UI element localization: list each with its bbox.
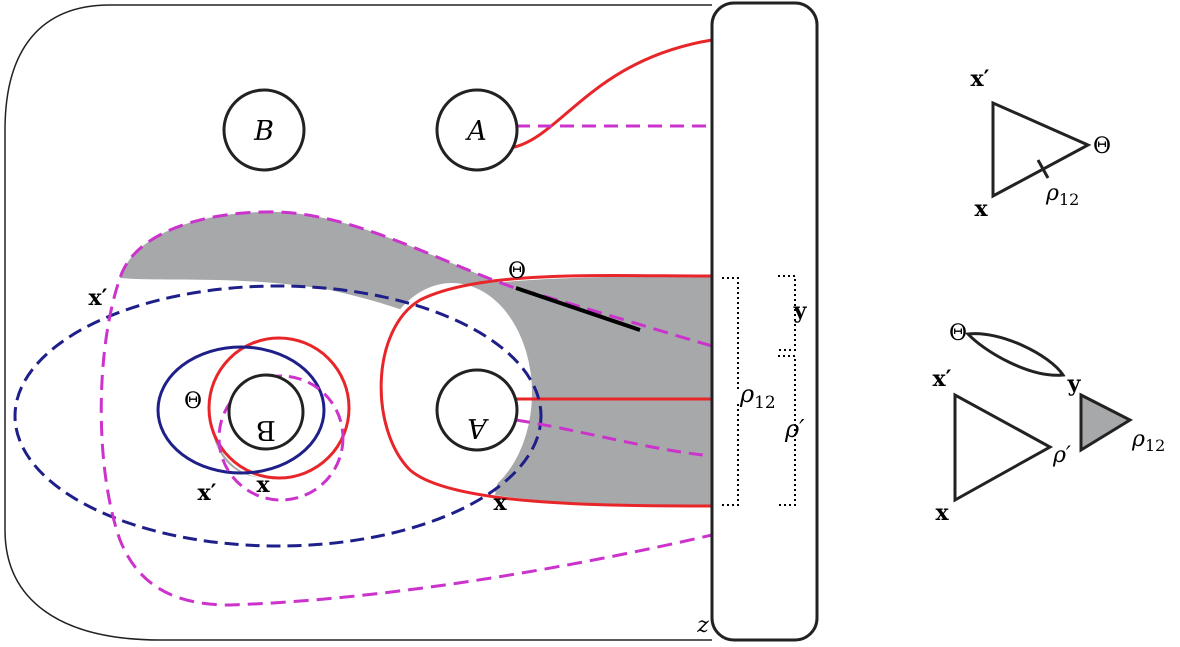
rho-symbol: ρ: [739, 380, 754, 408]
gamma-dashed-big: [99, 210, 713, 607]
triangle-bottom-y: y: [1067, 371, 1082, 397]
triangle-top-rho: ρ12: [1045, 181, 1079, 209]
triangle-bottom-rho-sub: 12: [1145, 436, 1165, 455]
label-theta-mid: Θ: [508, 259, 526, 284]
alpha-arc-top: [509, 38, 713, 150]
label-y-main: y: [793, 298, 808, 324]
triangle-bottom-rho: ρ12: [1131, 427, 1165, 455]
label-x-prime-bottom: x′: [198, 480, 217, 506]
bracket-rho12: [722, 277, 739, 506]
triangle-top: x′ x Θ ρ12: [971, 66, 1111, 222]
theta-segment: [515, 286, 641, 332]
triangle-bottom-x: x: [935, 500, 949, 526]
label-z: z: [696, 613, 709, 638]
label-B-reflected: B: [256, 414, 276, 445]
label-A-top: A: [464, 116, 487, 147]
triangle-top-theta: Θ: [1093, 134, 1111, 159]
bracket-rho-prime: [778, 355, 796, 506]
label-A-reflected: A: [467, 412, 490, 443]
circle-A-top: [435, 88, 519, 172]
circle-B-top: [222, 88, 306, 172]
label-rho12-main: ρ12: [739, 380, 776, 413]
label-B-top: B: [253, 116, 274, 147]
triangle-bottom-theta: Θ: [949, 321, 967, 346]
bigon: [964, 332, 1066, 377]
label-x-prime-left: x′: [89, 285, 108, 311]
triangle-bottom-rho-prime: ρ′: [1052, 443, 1071, 468]
label-rho-prime-main: ρ′: [784, 415, 805, 443]
rho-subscript: 12: [754, 393, 776, 413]
triangle-top-rho-sub: 12: [1059, 190, 1079, 209]
gamma-dashed-circle: [217, 374, 345, 502]
gamma-dashed-mid: [515, 418, 713, 458]
label-theta-left: Θ: [184, 389, 202, 414]
triangle-top-x: x: [974, 196, 988, 222]
beta-ellipse-dashed: [13, 284, 543, 548]
triangle-top-tick: [1036, 159, 1050, 179]
circle-B-reflected: [227, 373, 305, 451]
label-x-bottom: x: [256, 472, 270, 498]
label-x-right: x: [493, 490, 507, 516]
triangle-bottom-x-prime: x′: [933, 366, 952, 392]
triangle-top-x-prime: x′: [971, 66, 990, 92]
alpha-circle-B: [207, 336, 351, 480]
surface-boundary: [4, 4, 712, 641]
triangle-top-rho-symbol: ρ: [1045, 181, 1059, 206]
alpha-ellipse-red: [379, 274, 713, 508]
triangle-top-shape: [991, 100, 1092, 199]
triangle-bottom-shaded: [1079, 392, 1134, 453]
circle-A-reflected: [435, 368, 519, 452]
triangle-bottom-shape: [953, 392, 1054, 503]
triangle-bottom: Θ y x′ x ρ′ ρ12: [933, 321, 1166, 526]
beta-ellipse-solid: [156, 345, 326, 475]
triangle-bottom-rho-symbol: ρ: [1131, 427, 1145, 452]
